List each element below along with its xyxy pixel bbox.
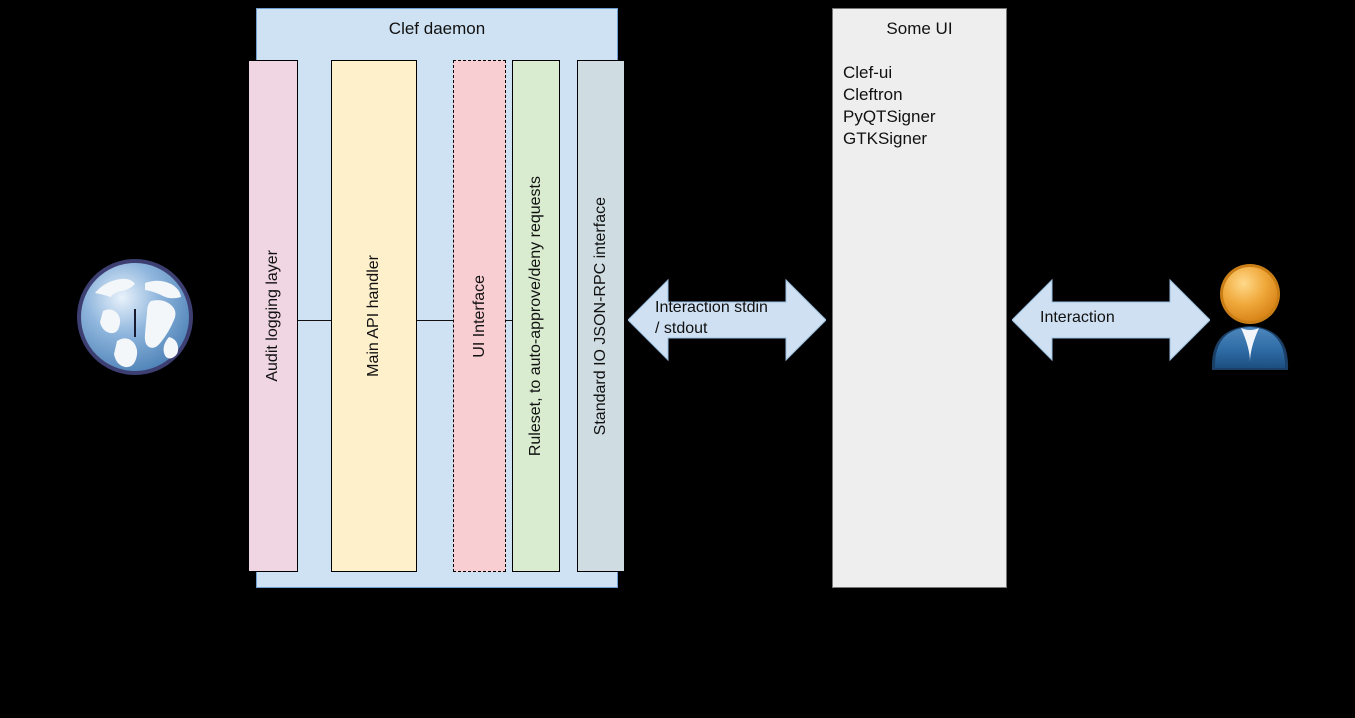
block-ui-interface[interactable]: UI Interface — [453, 60, 506, 572]
interaction-arrow-label-line1: Interaction — [1040, 309, 1115, 326]
some-ui-list: Clef-ui Cleftron PyQTSigner GTKSigner — [843, 62, 1003, 150]
clef-daemon-title: Clef daemon — [388, 19, 486, 38]
block-label-main-api-handler: Main API handler — [365, 255, 382, 377]
connector-line-audit-api — [297, 320, 332, 321]
block-label-standard-io-jsonrpc: Standard IO JSON-RPC interface — [592, 196, 609, 436]
user-icon — [1204, 252, 1296, 372]
block-ruleset[interactable]: Ruleset, to auto-approve/deny requests — [512, 60, 560, 572]
clef-daemon-container — [256, 8, 618, 588]
list-item[interactable]: Clef-ui — [843, 63, 893, 82]
globe-icon — [73, 253, 198, 381]
stdio-arrow-label-line1: Interaction stdin — [655, 299, 768, 316]
stdio-arrow-icon — [628, 272, 826, 368]
block-audit-logging-layer[interactable]: Audit logging layer — [248, 60, 298, 572]
some-ui-panel[interactable] — [832, 8, 1007, 588]
block-main-api-handler[interactable]: Main API handler — [331, 60, 417, 572]
interaction-arrow-label: Interaction — [1040, 307, 1190, 328]
stdio-arrow-label-line2: / stdout — [655, 320, 708, 337]
block-label-ruleset: Ruleset, to auto-approve/deny requests — [527, 175, 544, 457]
some-ui-title: Some UI — [886, 19, 953, 38]
block-label-audit-logging-layer: Audit logging layer — [264, 250, 281, 382]
list-item[interactable]: GTKSigner — [843, 129, 928, 148]
stdio-arrow-label: Interaction stdin / stdout — [655, 297, 805, 339]
list-item[interactable]: Cleftron — [843, 85, 903, 104]
list-item[interactable]: PyQTSigner — [843, 107, 936, 126]
block-label-ui-interface: UI Interface — [470, 274, 488, 358]
block-standard-io-jsonrpc[interactable]: Standard IO JSON-RPC interface — [577, 60, 625, 572]
interaction-arrow-icon — [1012, 272, 1210, 368]
